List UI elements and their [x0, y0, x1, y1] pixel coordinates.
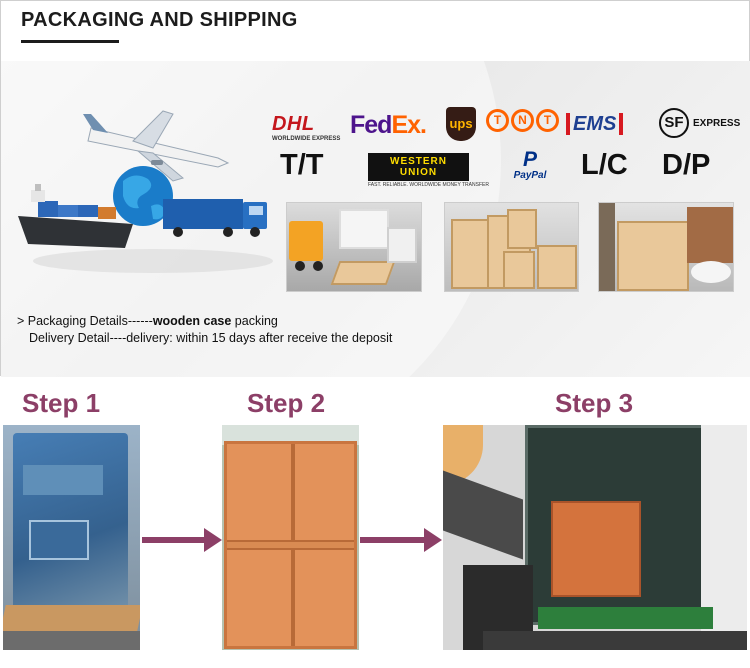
transport-illustration	[18, 110, 273, 273]
ems-logo: EMS	[566, 113, 624, 135]
packaging-shipping-panel: PACKAGING AND SHIPPING	[0, 0, 750, 377]
western-union-tagline: FAST. RELIABLE. WORLDWIDE MONEY TRANSFER	[368, 182, 489, 188]
arrow-right-icon	[360, 528, 442, 552]
step-2-photo	[222, 425, 359, 650]
dhl-logo-subtext: WORLDWIDE EXPRESS	[272, 136, 341, 142]
tnt-logo: T N T	[486, 109, 559, 132]
step-1-title: Step 1	[22, 388, 101, 418]
packaging-details-line: > Packaging Details------wooden case pac…	[17, 313, 392, 330]
paypal-logo: P PayPal	[508, 149, 552, 181]
arrow-right-icon	[142, 528, 222, 552]
packaging-details: > Packaging Details------wooden case pac…	[17, 313, 392, 347]
tt-payment-label: T/T	[280, 149, 324, 181]
sf-logo-mark: SF	[659, 108, 689, 138]
step-3-photo	[443, 425, 747, 650]
wu-line2: UNION	[399, 167, 438, 178]
fedex-logo: FedEx.	[350, 111, 427, 140]
packaging-details-value: wooden case	[152, 314, 232, 328]
dhl-logo-text: DHL	[272, 113, 315, 135]
paypal-text: PayPal	[513, 170, 547, 181]
dhl-logo: DHL WORLDWIDE EXPRESS	[272, 113, 340, 142]
wooden-case-loading-photo	[598, 202, 734, 292]
step-3-title: Step 3	[555, 388, 634, 418]
truck-icon	[163, 199, 267, 237]
sf-express-logo: SF EXPRESS	[659, 108, 740, 138]
fedex-logo-ex: Ex.	[391, 111, 427, 139]
wu-line1: WESTERN	[390, 156, 447, 167]
forklift-icon	[289, 221, 323, 261]
title-underline	[21, 40, 119, 43]
step-1-photo	[3, 425, 140, 650]
delivery-detail-line: Delivery Detail----delivery: within 15 d…	[29, 331, 393, 345]
packaging-details-label: > Packaging Details------	[17, 314, 153, 328]
carrier-payment-logos: DHL WORLDWIDE EXPRESS FedEx. ups T N T E…	[266, 103, 746, 243]
tnt-letter: T	[486, 109, 509, 132]
western-union-logo: WESTERN UNION	[368, 153, 469, 181]
paypal-mark: P	[522, 148, 537, 171]
airplane-icon	[83, 110, 230, 182]
tnt-letter: T	[536, 109, 559, 132]
shipping-banner: DHL WORLDWIDE EXPRESS FedEx. ups T N T E…	[1, 61, 750, 377]
tnt-letter: N	[511, 109, 534, 132]
sf-logo-text: EXPRESS	[693, 117, 741, 129]
step-2-title: Step 2	[247, 388, 326, 418]
lc-payment-label: L/C	[581, 149, 628, 181]
wooden-cases-warehouse-photo	[444, 202, 579, 292]
section-title: PACKAGING AND SHIPPING	[21, 9, 298, 31]
packaging-details-suffix: packing	[231, 314, 278, 328]
ups-logo: ups	[446, 107, 476, 141]
forklift-crate-photo	[286, 202, 422, 292]
dp-payment-label: D/P	[662, 149, 711, 181]
fedex-logo-fed: Fed	[350, 111, 392, 139]
cargo-ship-icon	[18, 184, 133, 248]
